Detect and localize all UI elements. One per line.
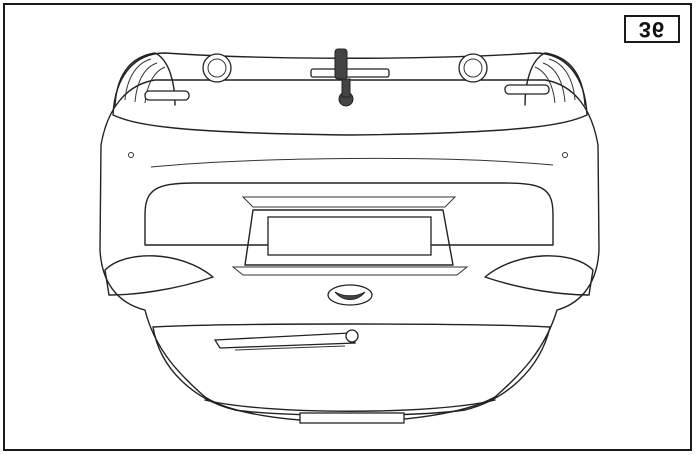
right-tail-light — [484, 255, 594, 296]
brand-logo — [327, 284, 373, 306]
brand-logo-mark — [334, 291, 366, 300]
car-rear-illustration — [99, 48, 600, 424]
spoiler-brake-light — [299, 412, 405, 424]
left-lamp-cluster — [114, 52, 176, 106]
rear-wiper-arm — [213, 332, 357, 349]
right-marker-dot — [562, 152, 568, 158]
left-reflector — [144, 90, 190, 101]
license-plate-frame — [244, 209, 454, 266]
left-round-light — [202, 53, 232, 83]
wiper-pivot — [345, 329, 359, 343]
rear-spoiler — [204, 399, 496, 412]
diagram-frame: 36 — [3, 3, 692, 451]
left-marker-dot — [128, 152, 134, 158]
plate-lip — [231, 266, 469, 276]
plate-recess — [144, 182, 554, 246]
plate-top-lip — [241, 196, 457, 208]
plate-light-bar — [310, 68, 390, 78]
rear-wiper-blade — [234, 345, 346, 351]
rear-window — [152, 323, 551, 416]
tow-hitch — [334, 48, 348, 80]
right-round-light — [458, 53, 488, 83]
right-lamp-ribs — [534, 58, 576, 104]
right-round-light-inner — [463, 58, 483, 78]
figure-number-label: 36 — [624, 15, 680, 43]
left-round-light-inner — [207, 58, 227, 78]
right-lamp-cluster — [524, 52, 586, 106]
body-crease — [150, 157, 554, 168]
tow-neck — [341, 78, 351, 98]
license-plate — [267, 216, 432, 256]
right-reflector — [504, 84, 550, 95]
upper-bumper — [112, 52, 588, 136]
left-tail-light — [104, 255, 214, 296]
